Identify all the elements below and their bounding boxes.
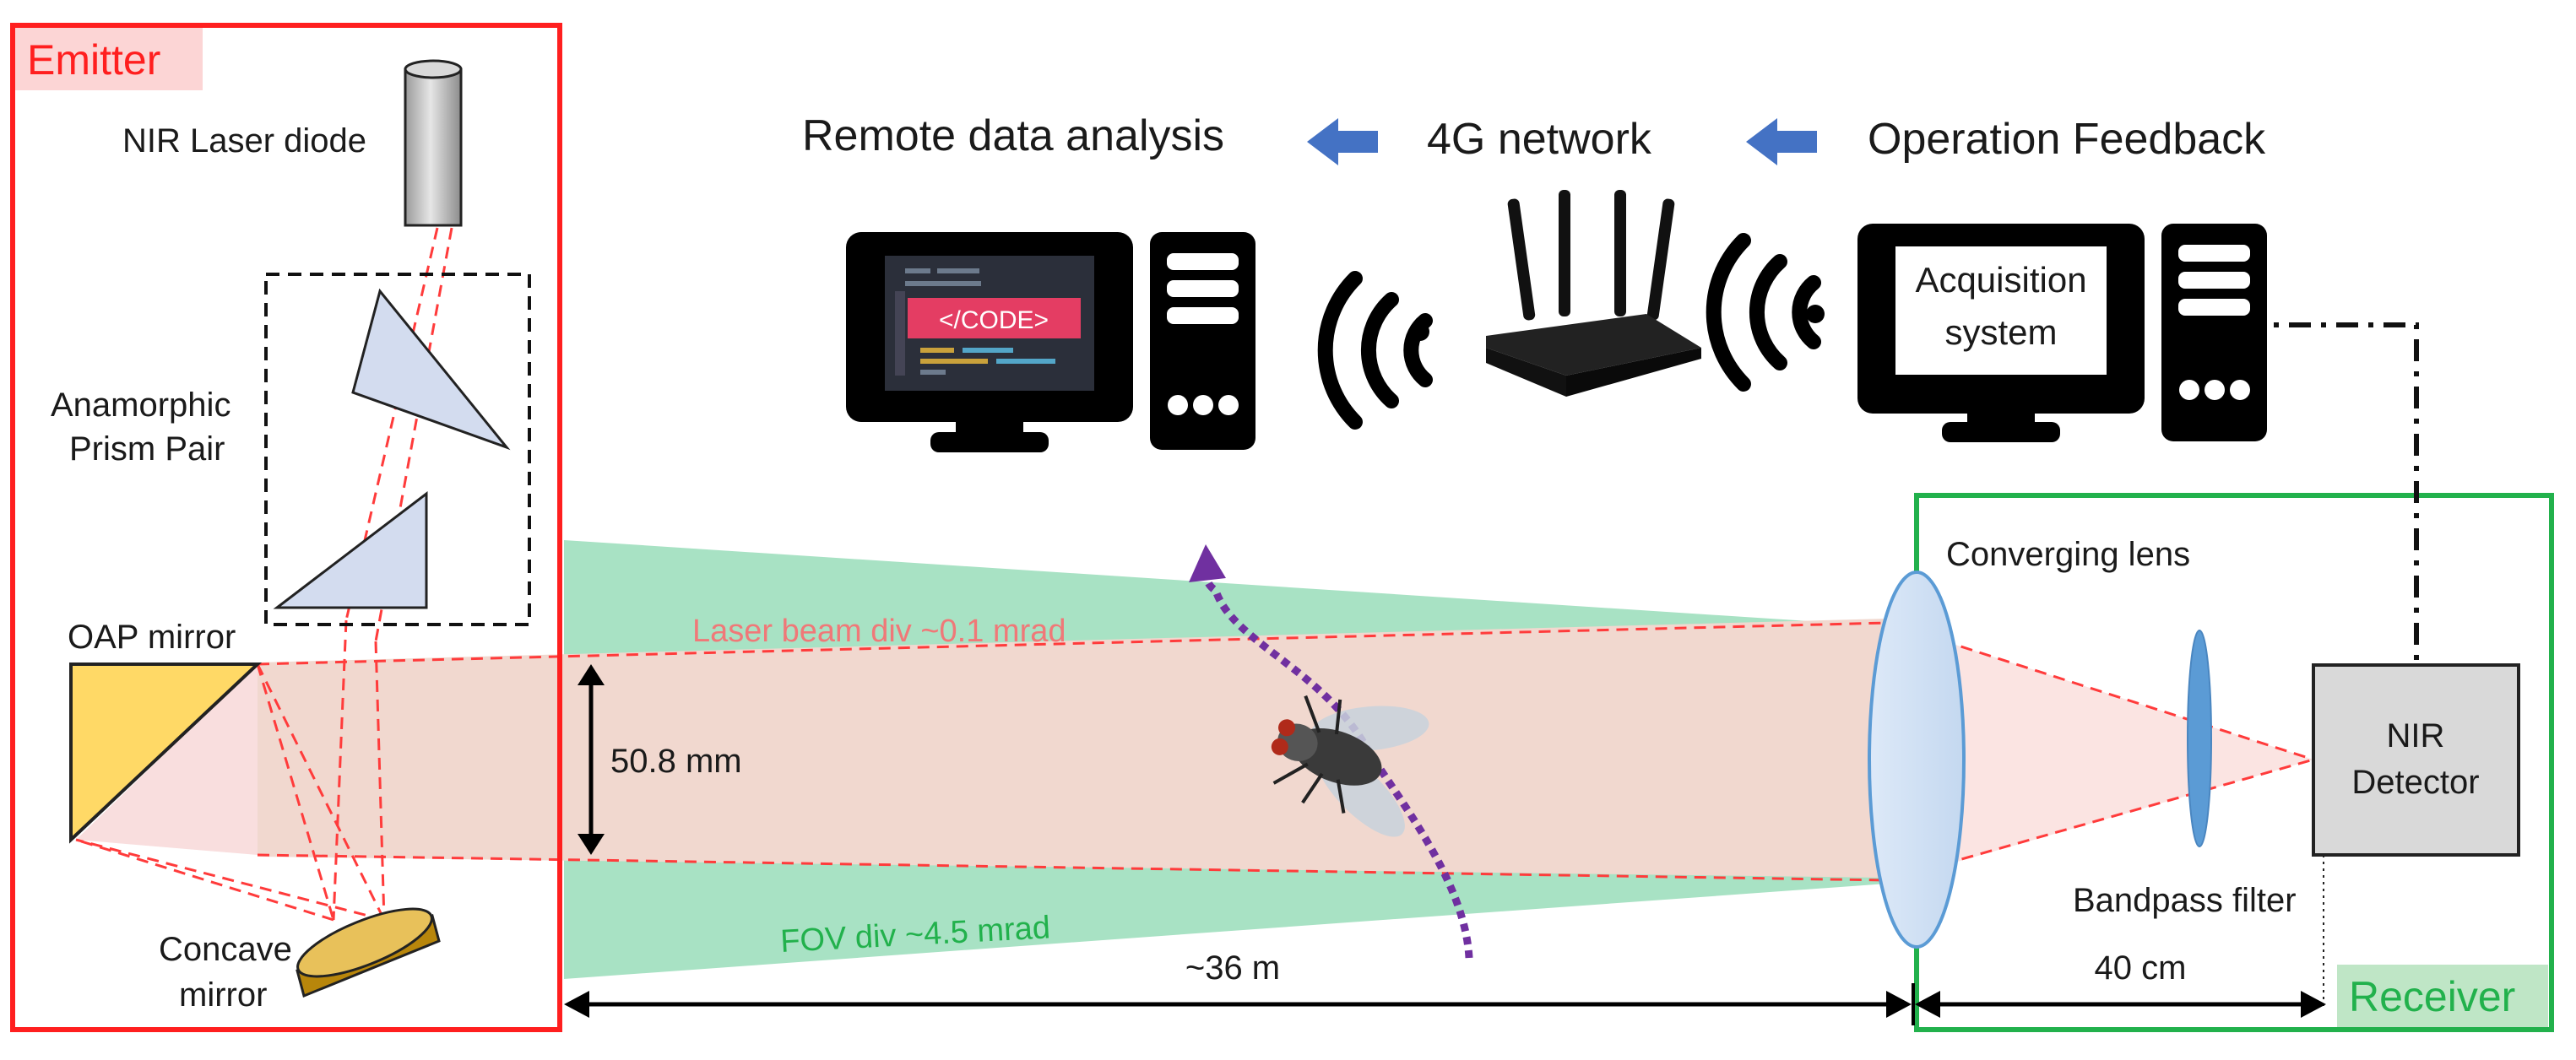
acquisition-computer: Acquisition system bbox=[1857, 224, 2267, 442]
feedback-label: Operation Feedback bbox=[1868, 115, 2266, 164]
oap-mirror bbox=[69, 662, 263, 844]
fly-icon bbox=[1271, 695, 1429, 837]
receiver-label-bg bbox=[2337, 965, 2548, 1027]
remote-computer: </CODE> bbox=[846, 232, 1255, 452]
emitter-box bbox=[10, 23, 562, 1032]
emitter-label: Emitter bbox=[27, 36, 160, 84]
wifi-signal-dot-2 bbox=[1806, 305, 1825, 323]
arrow-left-1 bbox=[1307, 118, 1378, 165]
prism-pair-label-2: Prism Pair bbox=[69, 430, 225, 468]
nir-detector bbox=[2312, 663, 2520, 857]
oap-mirror-label: OAP mirror bbox=[68, 619, 236, 656]
arrow-left-2 bbox=[1746, 118, 1817, 165]
trajectory-arrowhead bbox=[1189, 544, 1226, 582]
emitter-fold-region bbox=[76, 664, 258, 855]
range-label: ~36 m bbox=[1185, 949, 1280, 987]
receiver-distance-label: 40 cm bbox=[2095, 949, 2187, 987]
converging-lens bbox=[1868, 571, 1966, 949]
laser-div-label: Laser beam div ~0.1 mrad bbox=[692, 614, 1066, 649]
remote-analysis-label: Remote data analysis bbox=[802, 111, 1224, 160]
detector-label-1: NIR bbox=[2387, 717, 2445, 754]
concave-mirror bbox=[296, 907, 441, 998]
network-label: 4G network bbox=[1427, 115, 1652, 164]
receiver-label: Receiver bbox=[2349, 973, 2515, 1020]
insect-trajectory bbox=[1202, 560, 1473, 959]
acquisition-label-1: Acquisition bbox=[1915, 260, 2086, 300]
code-label: </CODE> bbox=[939, 306, 1049, 334]
laser-beam-band bbox=[258, 619, 1887, 878]
laser-beam-edges bbox=[75, 227, 2314, 922]
prism-pair-label-1: Anamorphic bbox=[51, 387, 230, 424]
acquisition-label-2: system bbox=[1944, 312, 2057, 352]
laser-diode-label: NIR Laser diode bbox=[122, 122, 366, 160]
emitter-label-bg bbox=[15, 28, 203, 90]
prism-upper bbox=[351, 288, 511, 451]
wifi-signal-dot bbox=[1411, 322, 1429, 341]
concave-mirror-label-2: mirror bbox=[179, 976, 267, 1014]
bandpass-filter-label: Bandpass filter bbox=[2073, 882, 2297, 919]
router-icon bbox=[1486, 190, 1701, 397]
converging-lens-label: Converging lens bbox=[1946, 536, 2190, 573]
concave-mirror-label-1: Concave bbox=[159, 931, 292, 968]
bandpass-filter bbox=[2187, 630, 2212, 847]
receiver-beam-cone bbox=[1887, 623, 2313, 882]
wifi-signal-icon bbox=[1317, 271, 1433, 430]
aperture-arrow bbox=[578, 664, 605, 855]
receiver-distance-arrow bbox=[1915, 991, 2326, 1018]
range-arrow bbox=[564, 991, 1912, 1018]
aperture-label: 50.8 mm bbox=[610, 743, 742, 780]
data-link-line bbox=[2242, 322, 2419, 665]
prism-lower bbox=[273, 490, 428, 609]
wifi-signal-icon-2 bbox=[1706, 233, 1821, 392]
nir-laser-diode bbox=[404, 59, 463, 227]
prism-pair-box bbox=[264, 273, 531, 626]
detector-label-2: Detector bbox=[2351, 764, 2479, 801]
